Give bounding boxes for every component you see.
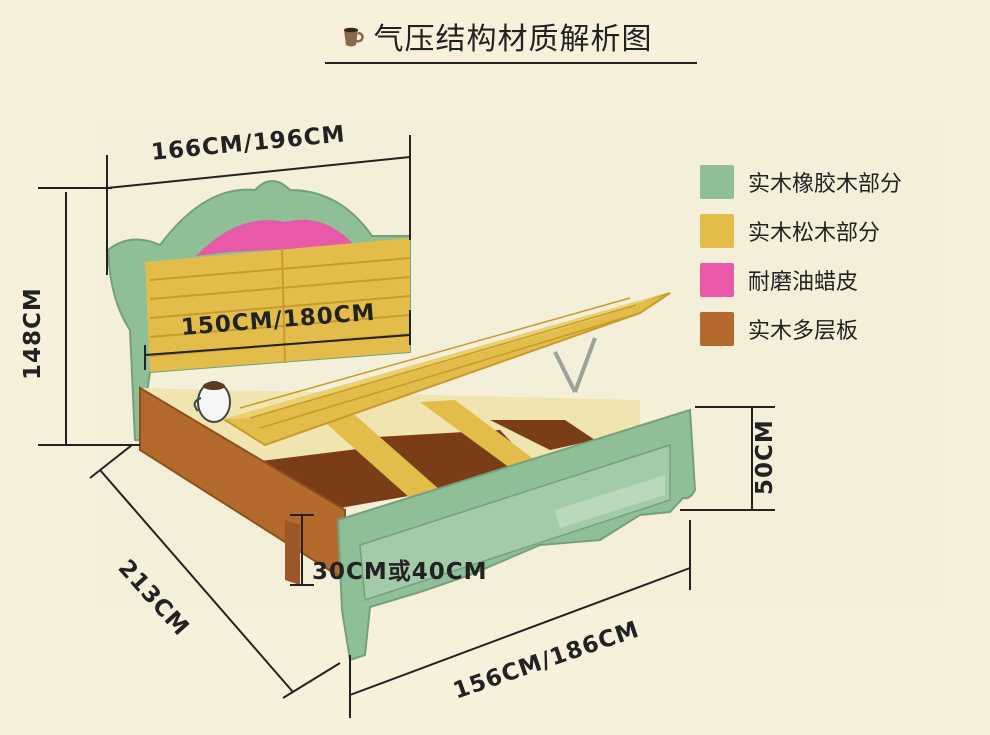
legend-label-rubberwood: 实木橡胶木部分 <box>748 172 903 197</box>
legend-item-leather: 耐磨油蜡皮 <box>700 263 970 297</box>
dimension-lines <box>38 135 775 718</box>
scene-cup <box>193 381 231 423</box>
material-legend: 实木橡胶木部分 实木松木部分 耐磨油蜡皮 实木多层板 <box>700 165 970 361</box>
legend-swatch-leather <box>700 263 734 297</box>
legend-swatch-pine <box>700 214 734 248</box>
footboard <box>336 408 697 662</box>
legend-swatch-plywood <box>700 312 734 346</box>
legend-label-plywood: 实木多层板 <box>748 319 859 344</box>
lid-slats <box>239 297 641 429</box>
dimension-height: 148CM <box>20 287 46 380</box>
headboard <box>106 180 411 441</box>
legend-swatch-rubberwood <box>700 165 734 199</box>
legend-label-pine: 实木松木部分 <box>748 221 881 246</box>
title-text: 气压结构材质解析图 <box>373 22 653 57</box>
dimension-leg-height: 50CM <box>752 419 778 495</box>
legend-item-pine: 实木松木部分 <box>700 214 970 248</box>
coffee-cup-icon <box>343 27 364 47</box>
bed-frame <box>139 386 640 585</box>
lift-lid <box>220 292 671 447</box>
legend-label-leather: 耐磨油蜡皮 <box>748 270 859 295</box>
page-title: 气压结构材质解析图 <box>338 14 653 58</box>
legend-item-rubberwood: 实木橡胶木部分 <box>700 165 970 199</box>
title-wrap: 气压结构材质解析图 <box>0 14 990 58</box>
dimension-side-height: 30CM或40CM <box>312 559 488 585</box>
title-underline <box>325 62 697 64</box>
legend-item-plywood: 实木多层板 <box>700 312 970 346</box>
